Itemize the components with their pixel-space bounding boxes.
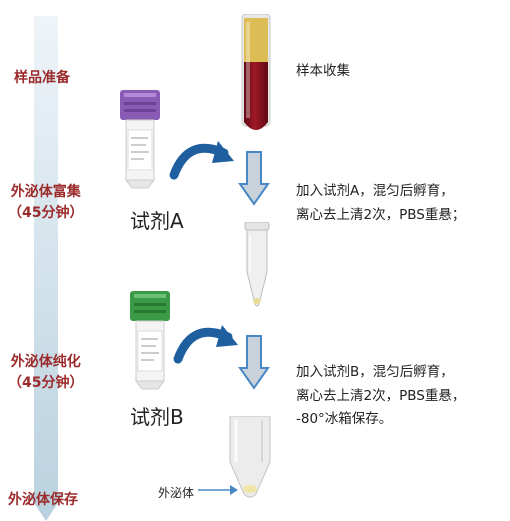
stage-sample-prep: 样品准备 [14,70,70,86]
step-sample-collect: 样本收集 [296,63,350,79]
stage-purification-title: 外泌体纯化 [10,354,81,370]
step-a-line1: 加入试剂A，混匀后孵育， [296,183,454,199]
step-b-line3: -80°冰箱保存。 [296,411,393,428]
blood-tube-image [241,14,271,130]
stage-enrichment-title: 外泌体富集 [10,184,81,200]
reagent-b-vial [130,291,170,390]
curved-arrow-icon [169,141,234,180]
reagent-a-label: 试剂A [130,209,184,233]
step-b-line2: 离心去上清2次，PBS重悬， [296,387,466,404]
reagent-b-label: 试剂B [130,405,184,429]
stage-enrichment-time: （45分钟） [8,205,84,221]
centrifuge-tube-a-image [244,222,270,307]
curved-arrow-icon [173,325,238,364]
stage-purification: 外泌体纯化 （45分钟） [8,352,83,394]
pointer-arrow-icon [198,485,238,495]
down-arrow-icon [238,335,270,390]
stage-enrichment: 外泌体富集 （45分钟） [8,182,83,224]
reagent-a-vial [120,90,160,189]
step-b-line1: 加入试剂B，混匀后孵育， [296,364,454,380]
step-b-description: 加入试剂B，混匀后孵育， 离心去上清2次，PBS重悬， -80°冰箱保存。 [296,361,465,432]
step-a-description: 加入试剂A，混匀后孵育， 离心去上清2次，PBS重悬； [296,180,465,227]
stage-storage: 外泌体保存 [8,492,78,508]
down-arrow-icon [238,151,270,206]
step-a-line2: 离心去上清2次，PBS重悬； [296,206,466,223]
exosome-label: 外泌体 [158,486,195,500]
centrifuge-tube-b-image [229,416,271,498]
timeline-arrow-icon [28,16,64,521]
stage-purification-time: （45分钟） [8,375,84,391]
